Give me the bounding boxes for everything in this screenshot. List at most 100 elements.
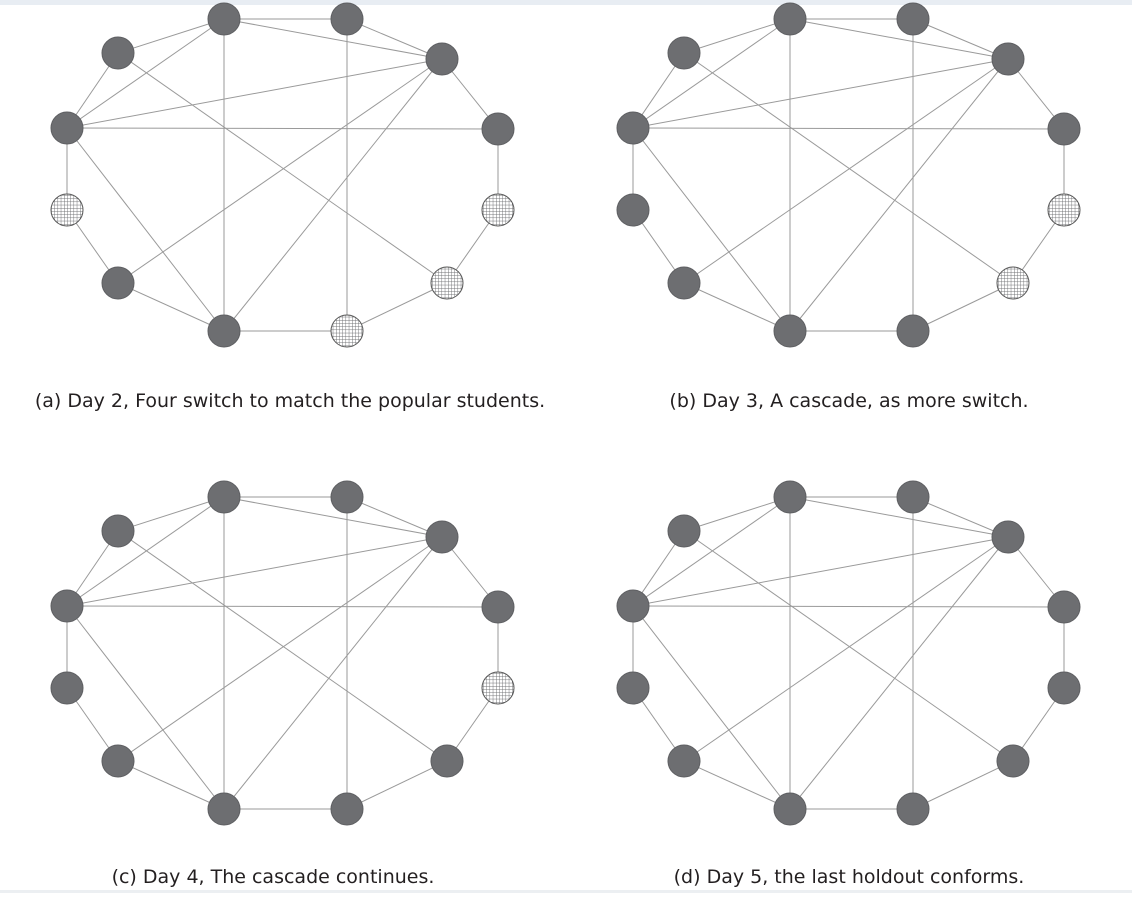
edge-1-3 bbox=[223, 496, 443, 538]
edge-11-4 bbox=[66, 605, 499, 608]
solid-node-4 bbox=[481, 112, 515, 146]
nodes-group bbox=[50, 2, 515, 348]
edge-11-3 bbox=[66, 58, 443, 129]
edge-2-3 bbox=[346, 18, 443, 60]
top-strip bbox=[0, 0, 1132, 5]
edge-0-1 bbox=[117, 496, 225, 532]
solid-node-8 bbox=[207, 314, 241, 348]
figure-panel-d: (d) Day 5, the last holdout conforms. bbox=[566, 478, 1132, 924]
solid-node-1 bbox=[773, 2, 807, 36]
solid-node-11 bbox=[616, 589, 650, 623]
edges-group bbox=[66, 496, 499, 810]
edge-1-3 bbox=[223, 18, 443, 60]
edge-0-1 bbox=[683, 496, 791, 532]
solid-node-2 bbox=[896, 480, 930, 514]
solid-node-9 bbox=[667, 266, 701, 300]
edge-11-4 bbox=[66, 127, 499, 130]
edge-3-9 bbox=[117, 58, 443, 284]
edge-8-9 bbox=[683, 760, 791, 810]
solid-node-0 bbox=[667, 36, 701, 70]
solid-node-9 bbox=[101, 266, 135, 300]
solid-node-4 bbox=[481, 590, 515, 624]
solid-node-0 bbox=[667, 514, 701, 548]
network-graph-a bbox=[50, 2, 515, 348]
edge-6-7 bbox=[346, 282, 448, 332]
edge-6-7 bbox=[346, 760, 448, 810]
edge-11-3 bbox=[632, 536, 1009, 607]
hatched-node-7 bbox=[330, 314, 364, 348]
solid-node-10 bbox=[50, 671, 84, 705]
network-graph-b bbox=[616, 2, 1081, 348]
solid-node-7 bbox=[896, 792, 930, 826]
figure-panel-c: (c) Day 4, The cascade continues. bbox=[0, 478, 566, 924]
edge-3-8 bbox=[223, 536, 443, 810]
edge-6-7 bbox=[912, 760, 1014, 810]
edge-8-9 bbox=[117, 760, 225, 810]
solid-node-6 bbox=[996, 744, 1030, 778]
edge-3-9 bbox=[117, 536, 443, 762]
edge-11-8 bbox=[632, 605, 791, 810]
edge-0-1 bbox=[117, 18, 225, 54]
hatched-node-5 bbox=[1047, 193, 1081, 227]
solid-node-2 bbox=[330, 480, 364, 514]
solid-node-3 bbox=[991, 42, 1025, 76]
edge-1-3 bbox=[789, 18, 1009, 60]
edge-11-1 bbox=[66, 496, 225, 607]
caption-c: (c) Day 4, The cascade continues. bbox=[111, 866, 435, 888]
solid-node-8 bbox=[773, 314, 807, 348]
solid-node-11 bbox=[50, 589, 84, 623]
hatched-node-5 bbox=[481, 671, 515, 705]
edge-11-4 bbox=[632, 127, 1065, 130]
solid-node-11 bbox=[616, 111, 650, 145]
solid-node-8 bbox=[773, 792, 807, 826]
edge-11-1 bbox=[66, 18, 225, 129]
hatched-node-6 bbox=[430, 266, 464, 300]
solid-node-6 bbox=[430, 744, 464, 778]
hatched-node-6 bbox=[996, 266, 1030, 300]
edge-11-3 bbox=[632, 58, 1009, 129]
solid-node-1 bbox=[773, 480, 807, 514]
caption-a: (a) Day 2, Four switch to match the popu… bbox=[34, 390, 546, 412]
edge-2-3 bbox=[912, 18, 1009, 60]
solid-node-0 bbox=[101, 36, 135, 70]
edge-8-9 bbox=[117, 282, 225, 332]
edge-11-1 bbox=[632, 18, 791, 129]
nodes-group bbox=[50, 480, 515, 826]
hatched-node-5 bbox=[481, 193, 515, 227]
edge-1-3 bbox=[789, 496, 1009, 538]
solid-node-8 bbox=[207, 792, 241, 826]
solid-node-7 bbox=[330, 792, 364, 826]
nodes-group bbox=[616, 2, 1081, 348]
edge-8-9 bbox=[683, 282, 791, 332]
edge-3-9 bbox=[683, 536, 1009, 762]
hatched-node-10 bbox=[50, 193, 84, 227]
edge-11-4 bbox=[632, 605, 1065, 608]
solid-node-10 bbox=[616, 193, 650, 227]
edge-3-9 bbox=[683, 58, 1009, 284]
edge-6-7 bbox=[912, 282, 1014, 332]
edge-3-8 bbox=[223, 58, 443, 332]
solid-node-7 bbox=[896, 314, 930, 348]
edges-group bbox=[632, 18, 1065, 332]
network-graph-d bbox=[616, 480, 1081, 826]
figure-panel-a: (a) Day 2, Four switch to match the popu… bbox=[0, 0, 566, 446]
solid-node-1 bbox=[207, 480, 241, 514]
edge-0-6 bbox=[117, 52, 448, 284]
edge-0-6 bbox=[683, 52, 1014, 284]
edge-3-8 bbox=[789, 58, 1009, 332]
edge-2-3 bbox=[912, 496, 1009, 538]
solid-node-3 bbox=[991, 520, 1025, 554]
solid-node-0 bbox=[101, 514, 135, 548]
nodes-group bbox=[616, 480, 1081, 826]
solid-node-11 bbox=[50, 111, 84, 145]
edge-2-3 bbox=[346, 496, 443, 538]
solid-node-1 bbox=[207, 2, 241, 36]
solid-node-2 bbox=[896, 2, 930, 36]
solid-node-4 bbox=[1047, 112, 1081, 146]
solid-node-4 bbox=[1047, 590, 1081, 624]
network-graph-c bbox=[50, 480, 515, 826]
edge-11-8 bbox=[66, 127, 225, 332]
figure-panel-b: (b) Day 3, A cascade, as more switch. bbox=[566, 0, 1132, 446]
caption-b: (b) Day 3, A cascade, as more switch. bbox=[669, 390, 1029, 412]
solid-node-10 bbox=[616, 671, 650, 705]
